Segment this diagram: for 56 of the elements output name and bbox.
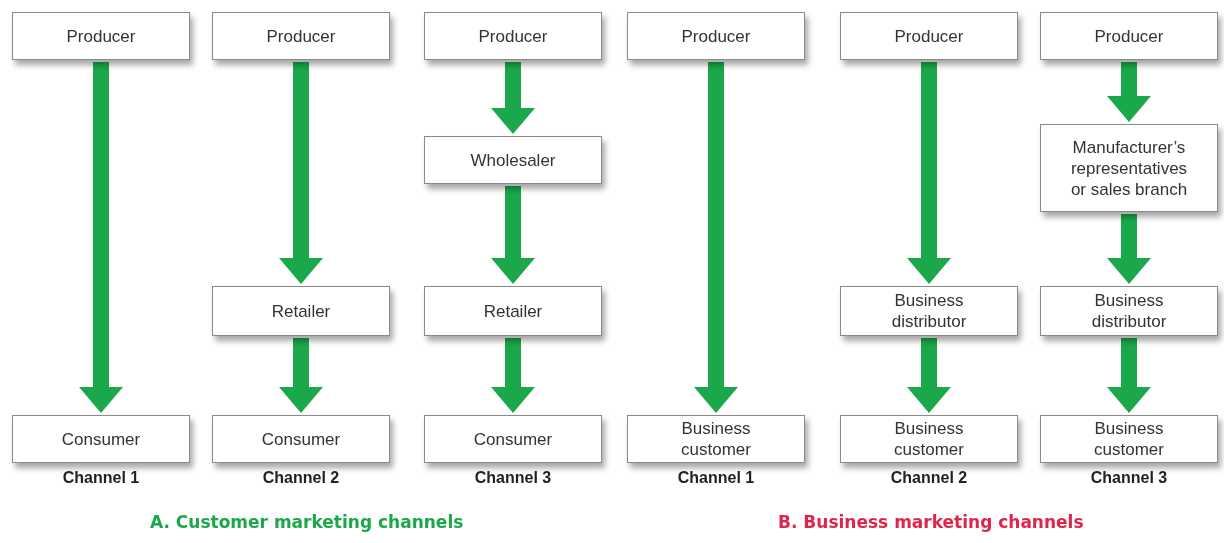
box-label: Producer — [266, 25, 336, 47]
process-box — [12, 12, 190, 60]
box-label: Business distributor — [1090, 290, 1168, 332]
box-label: Wholesaler — [470, 149, 556, 171]
box-label: Consumer — [261, 428, 341, 450]
process-box — [840, 286, 1018, 336]
arrow — [1107, 338, 1151, 413]
section-title: B. Business marketing channels — [778, 512, 1084, 532]
process-box — [424, 136, 602, 184]
channel-label: Channel 2 — [889, 469, 969, 487]
process-box — [840, 12, 1018, 60]
process-box — [12, 415, 190, 463]
process-box — [212, 415, 390, 463]
arrow — [907, 338, 951, 413]
box-label: Producer — [66, 25, 136, 47]
box-label: Manufacturer’s representatives or sales branch — [1069, 136, 1189, 200]
box-label: Business customer — [1093, 418, 1165, 460]
box-label: Consumer — [473, 428, 553, 450]
arrow — [79, 62, 123, 413]
arrow — [491, 186, 535, 284]
process-box — [1040, 286, 1218, 336]
box-label: Retailer — [483, 300, 543, 322]
process-box — [627, 12, 805, 60]
process-box — [424, 415, 602, 463]
box-label: Business distributor — [890, 290, 968, 332]
channel-label: Channel 1 — [676, 469, 756, 487]
arrow — [491, 62, 535, 134]
channel-label: Channel 3 — [1089, 469, 1169, 487]
process-box — [1040, 415, 1218, 463]
process-box — [212, 286, 390, 336]
channel-label: Channel 2 — [261, 469, 341, 487]
box-label: Producer — [478, 25, 548, 47]
arrow — [694, 62, 738, 413]
box-label: Consumer — [61, 428, 141, 450]
arrow — [491, 338, 535, 413]
process-box — [1040, 12, 1218, 60]
process-box — [840, 415, 1018, 463]
process-box — [627, 415, 805, 463]
arrow — [1107, 62, 1151, 122]
box-label: Producer — [894, 25, 964, 47]
box-label: Business customer — [680, 418, 752, 460]
arrow — [907, 62, 951, 284]
box-label: Retailer — [271, 300, 331, 322]
process-box — [1040, 124, 1218, 212]
arrow — [279, 338, 323, 413]
box-label: Producer — [681, 25, 751, 47]
channel-label: Channel 3 — [473, 469, 553, 487]
box-label: Business customer — [893, 418, 965, 460]
process-box — [212, 12, 390, 60]
process-box — [424, 286, 602, 336]
section-title: A. Customer marketing channels — [150, 512, 464, 532]
channel-label: Channel 1 — [61, 469, 141, 487]
arrow — [279, 62, 323, 284]
arrow — [1107, 214, 1151, 284]
process-box — [424, 12, 602, 60]
box-label: Producer — [1094, 25, 1164, 47]
